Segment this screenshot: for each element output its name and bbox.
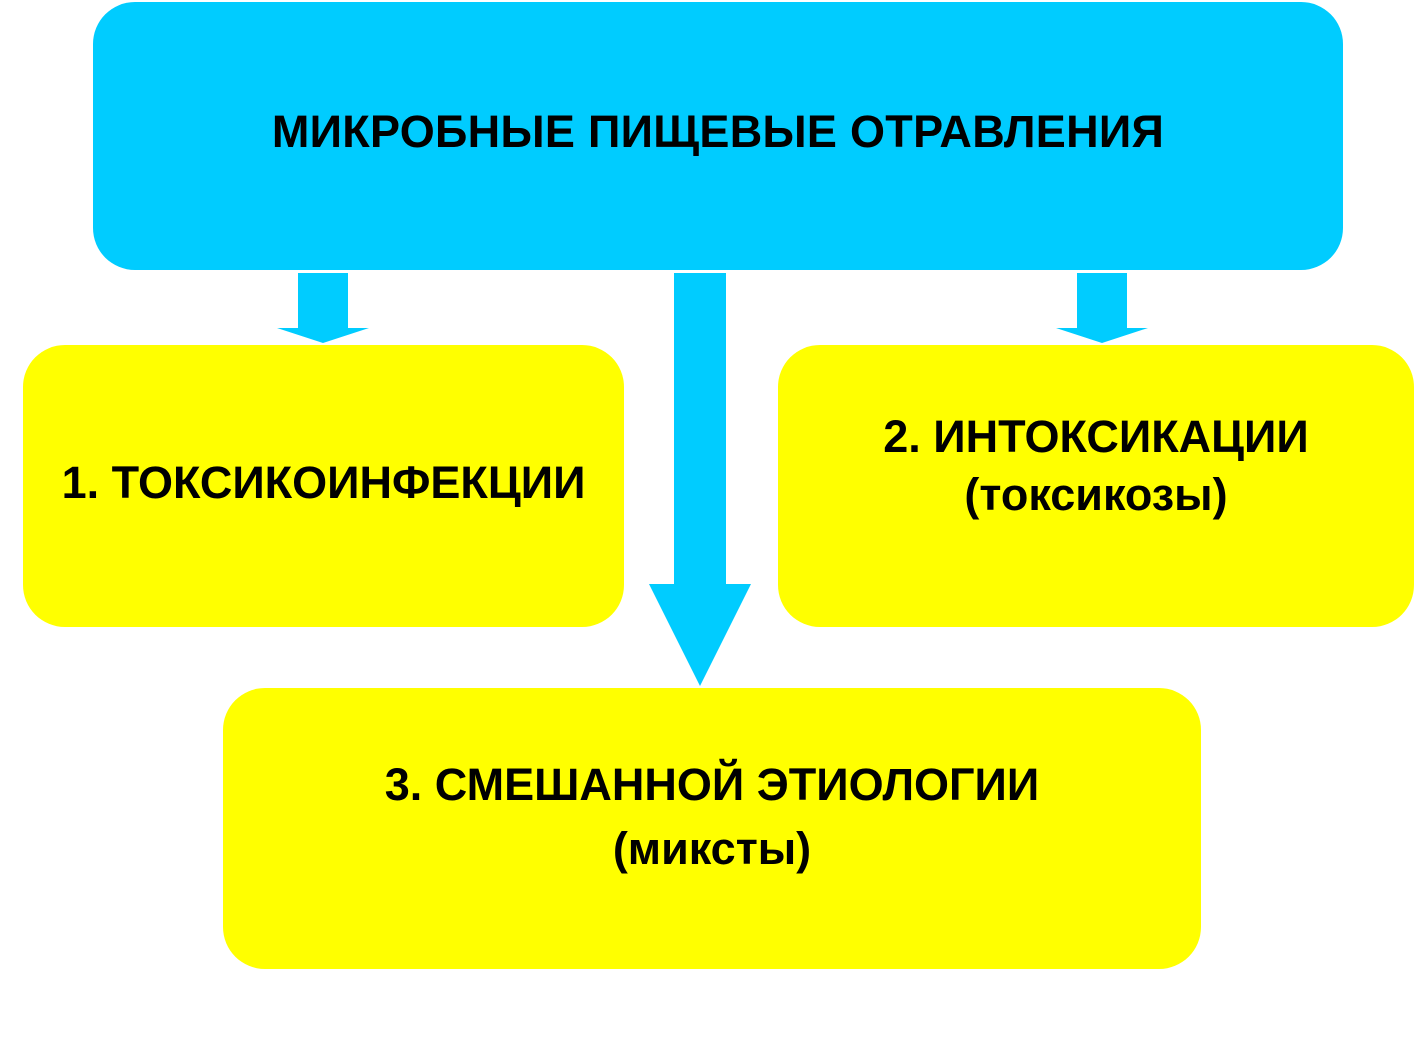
arrow-to-toxicoinfections [277,273,369,343]
category-mixed-etiology: 3. СМЕШАННОЙ ЭТИОЛОГИИ (миксты) [223,688,1201,969]
main-category-box: МИКРОБНЫЕ ПИЩЕВЫЕ ОТРАВЛЕНИЯ [93,2,1343,270]
category-sublabel: (миксты) [612,822,812,874]
main-category-title: МИКРОБНЫЕ ПИЩЕВЫЕ ОТРАВЛЕНИЯ [271,106,1165,157]
category-sublabel: (токсикозы) [964,469,1228,520]
category-label: 1. ТОКСИКОИНФЕКЦИИ [61,457,586,508]
category-intoxications: 2. ИНТОКСИКАЦИИ (токсикозы) [778,345,1414,627]
category-label: 2. ИНТОКСИКАЦИИ [883,411,1309,462]
category-toxicoinfections: 1. ТОКСИКОИНФЕКЦИИ [23,345,624,627]
arrow-to-intoxications [1056,273,1148,343]
category-label: 3. СМЕШАННОЙ ЭТИОЛОГИИ [384,758,1040,810]
arrow-to-mixed-etiology [649,273,751,686]
